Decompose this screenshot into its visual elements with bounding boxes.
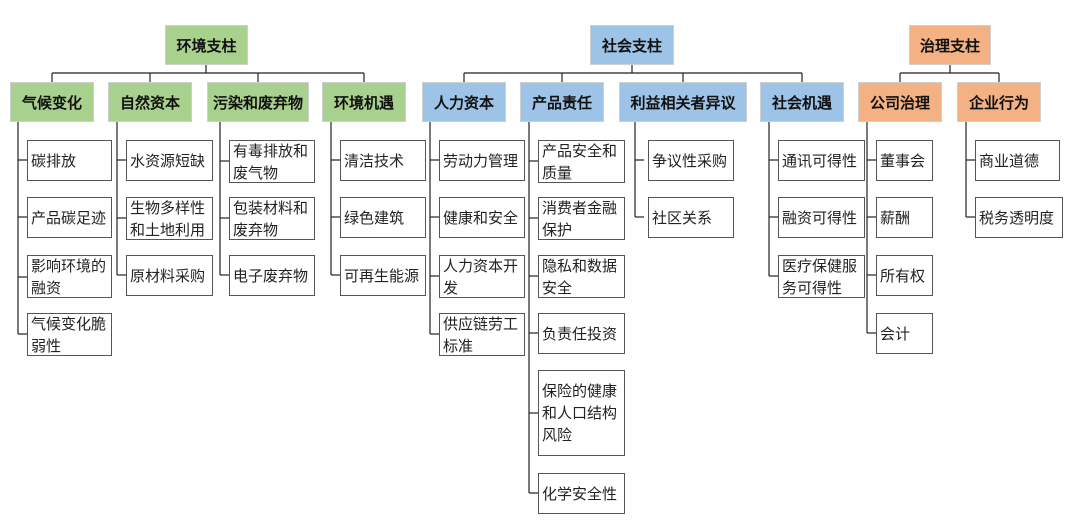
category-corporate-governance: 公司治理 bbox=[858, 82, 942, 122]
leaf-item: 清洁技术 bbox=[340, 140, 426, 181]
leaf-item: 影响环境的融资 bbox=[27, 255, 112, 298]
leaf-item: 保险的健康和人口结构风险 bbox=[538, 370, 625, 456]
pillar-environment: 环境支柱 bbox=[165, 25, 248, 65]
leaf-item: 产品安全和质量 bbox=[538, 140, 625, 183]
leaf-item: 原材料采购 bbox=[126, 255, 213, 296]
leaf-item: 化学安全性 bbox=[538, 473, 625, 514]
leaf-item: 税务透明度 bbox=[975, 197, 1063, 238]
leaf-item: 通讯可得性 bbox=[778, 140, 865, 181]
category-climate-change: 气候变化 bbox=[10, 82, 94, 122]
leaf-item: 隐私和数据安全 bbox=[538, 255, 625, 298]
leaf-item: 水资源短缺 bbox=[126, 140, 213, 181]
leaf-item: 电子废弃物 bbox=[229, 255, 315, 296]
leaf-item: 包装材料和废弃物 bbox=[229, 197, 315, 240]
leaf-item: 会计 bbox=[876, 313, 933, 354]
leaf-item: 可再生能源 bbox=[340, 255, 426, 296]
category-product-responsibility: 产品责任 bbox=[520, 82, 604, 122]
leaf-item: 社区关系 bbox=[648, 197, 734, 238]
leaf-item: 人力资本开发 bbox=[439, 255, 525, 298]
pillar-social: 社会支柱 bbox=[590, 25, 674, 65]
leaf-item: 消费者金融保护 bbox=[538, 197, 625, 240]
category-stakeholder-opposition: 利益相关者异议 bbox=[619, 82, 747, 122]
leaf-item: 负责任投资 bbox=[538, 313, 625, 354]
category-environmental-opportunities: 环境机遇 bbox=[322, 82, 406, 122]
leaf-item: 气候变化脆弱性 bbox=[27, 313, 112, 356]
leaf-item: 产品碳足迹 bbox=[27, 197, 112, 238]
leaf-item: 商业道德 bbox=[975, 140, 1060, 181]
leaf-item: 医疗保健服务可得性 bbox=[778, 255, 865, 298]
category-human-capital: 人力资本 bbox=[422, 82, 506, 122]
leaf-item: 生物多样性和土地利用 bbox=[126, 197, 213, 240]
leaf-item: 健康和安全 bbox=[439, 197, 525, 238]
leaf-item: 薪酬 bbox=[876, 197, 933, 238]
leaf-item: 所有权 bbox=[876, 255, 933, 296]
category-corporate-behavior: 企业行为 bbox=[957, 82, 1041, 122]
category-natural-capital: 自然资本 bbox=[108, 82, 192, 122]
pillar-governance: 治理支柱 bbox=[909, 25, 991, 65]
leaf-item: 供应链劳工标准 bbox=[439, 313, 525, 356]
category-social-opportunities: 社会机遇 bbox=[760, 82, 844, 122]
leaf-item: 劳动力管理 bbox=[439, 140, 525, 181]
leaf-item: 争议性采购 bbox=[648, 140, 734, 181]
leaf-item: 绿色建筑 bbox=[340, 197, 426, 238]
leaf-item: 董事会 bbox=[876, 140, 933, 181]
category-pollution-waste: 污染和废弃物 bbox=[207, 82, 309, 122]
leaf-item: 碳排放 bbox=[27, 140, 112, 181]
leaf-item: 有毒排放和废气物 bbox=[229, 140, 315, 183]
leaf-item: 融资可得性 bbox=[778, 197, 865, 238]
